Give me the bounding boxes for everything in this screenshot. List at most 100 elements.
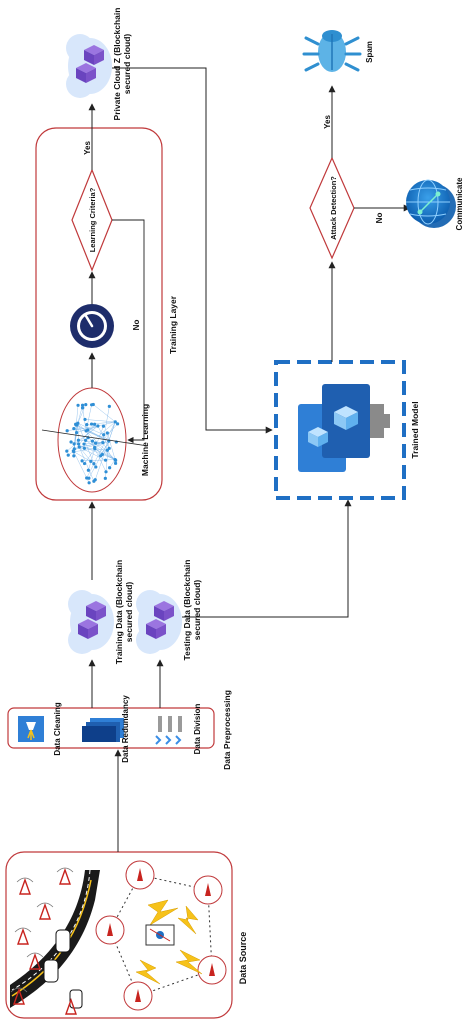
testing-data-label-line1: Testing Data (Blockchain <box>182 560 192 661</box>
data-source-panel: Data Source <box>5 851 248 1019</box>
network-node <box>99 454 103 458</box>
network-edge <box>79 447 95 482</box>
arrow-testing-data-to-trained-model <box>182 499 352 618</box>
network-node <box>82 446 87 450</box>
network-edge <box>84 442 103 449</box>
network-edge <box>73 451 91 462</box>
testing-data-cloud-icon <box>136 590 182 654</box>
network-edge <box>107 432 116 460</box>
learning-criteria-label: Learning Criteria? <box>88 187 97 252</box>
network-node <box>108 466 112 470</box>
trained-model-label: Trained Model <box>410 401 420 458</box>
network-edge <box>94 440 109 448</box>
testing-data-label-line2: secured cloud) <box>192 580 202 641</box>
network-node <box>90 439 95 443</box>
network-node <box>93 422 97 426</box>
network-node <box>82 461 87 466</box>
network-node <box>76 403 80 407</box>
network-node <box>96 424 100 428</box>
network-node <box>76 438 81 442</box>
network-edge <box>84 448 95 464</box>
data-preprocessing-label: Data Preprocessing <box>222 690 232 770</box>
radio-tower-icon <box>10 867 77 1015</box>
training-data-label-line2: secured cloud) <box>124 582 134 643</box>
data-division-label: Data Division <box>193 704 202 755</box>
learning-criteria-decision <box>71 168 113 272</box>
network-edge <box>95 421 116 480</box>
network-node <box>89 459 93 463</box>
network-node <box>65 429 69 433</box>
network-node <box>93 445 97 450</box>
network-edge <box>85 404 92 431</box>
network-node <box>82 442 86 446</box>
data-source-label: Data Source <box>238 932 248 985</box>
machine-learning-label: Machine Learning <box>140 404 150 476</box>
training-data-cloud-icon <box>68 590 114 654</box>
network-edge <box>84 419 116 423</box>
network-node <box>101 441 105 445</box>
network-edge <box>88 448 95 471</box>
network-node <box>92 462 96 466</box>
road-icon <box>10 869 100 1008</box>
network-node <box>87 476 91 480</box>
private-cloud-label-line1: Private Cloud Z (Blockchain <box>112 8 122 121</box>
network-node <box>105 431 109 435</box>
arrow-private-cloud-to-trained-model <box>112 67 273 434</box>
training-layer-label: Training Layer <box>168 295 178 354</box>
network-node <box>85 422 89 427</box>
network-edge <box>85 440 116 460</box>
communicate-label: Communicate <box>455 177 464 230</box>
network-node <box>77 445 81 449</box>
network-node <box>86 468 90 472</box>
network-edge <box>102 406 110 443</box>
network-node <box>72 427 76 431</box>
network-node <box>89 422 94 426</box>
network-node <box>104 470 108 474</box>
network-node <box>87 481 91 485</box>
communicate-globe-icon <box>406 179 456 228</box>
training-data-label-line1: Training Data (Blockchain <box>114 560 124 664</box>
learning-criteria-no-label: No <box>132 320 141 331</box>
network-node <box>75 431 79 435</box>
spam-label: Spam <box>365 41 374 63</box>
network-node <box>72 447 76 451</box>
network-edge <box>77 423 95 464</box>
data-cleaning-icon <box>18 716 44 742</box>
network-edge <box>94 426 104 449</box>
network-edge <box>94 423 118 449</box>
spam-bug-icon <box>302 30 362 72</box>
network-node <box>84 429 88 433</box>
network-node <box>101 424 106 428</box>
data-cleaning-label: Data Cleaning <box>53 702 62 755</box>
network-node <box>66 453 70 457</box>
training-layer-panel <box>35 127 163 501</box>
private-cloud-label-line2: secured cloud) <box>122 34 132 95</box>
network-edge <box>97 421 116 427</box>
network-node <box>72 450 76 454</box>
attack-detection-label: Attack Detection? <box>329 176 338 240</box>
network-node <box>80 406 85 410</box>
network-edge <box>102 442 116 464</box>
arrow-learning-criteria-no-loop <box>112 219 145 444</box>
network-node <box>69 440 73 444</box>
network-edge <box>73 448 95 452</box>
network-node <box>84 438 88 442</box>
learning-criteria-yes-label: Yes <box>83 141 92 155</box>
network-node <box>115 422 120 426</box>
network-node <box>80 459 84 463</box>
network-node <box>103 476 107 480</box>
network-node <box>83 417 87 422</box>
trained-model-box <box>274 360 406 500</box>
data-redundancy-label: Data Redundancy <box>121 695 130 763</box>
network-node <box>84 402 88 407</box>
trained-model-icon <box>298 384 390 472</box>
network-edge <box>78 439 103 443</box>
network-node <box>107 404 111 408</box>
data-redundancy-icon <box>82 718 124 742</box>
network-node <box>74 422 78 426</box>
network-edge <box>79 442 103 448</box>
machine-learning-network-icon <box>41 387 149 493</box>
network-node <box>94 465 98 469</box>
network-edge <box>93 404 116 423</box>
network-node <box>102 433 106 437</box>
